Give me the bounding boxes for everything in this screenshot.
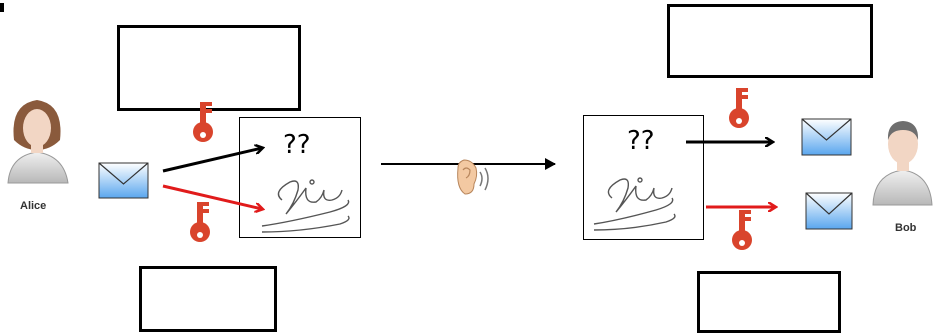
envelope-icon-alice: [98, 162, 149, 199]
bob-person-icon: [872, 121, 933, 206]
corner-mark: [0, 3, 4, 12]
signature-right: [593, 177, 676, 231]
envelope-icon-bob-bottom: [805, 192, 853, 230]
unknown-mark-left: ??: [283, 130, 311, 160]
arrow-red-alice: [162, 184, 262, 209]
ear-icon: [457, 159, 489, 195]
document-left: [239, 117, 361, 238]
envelope-icon-bob-top: [801, 118, 852, 156]
key-icon-right-top: [729, 88, 749, 128]
unknown-mark-right: ??: [627, 126, 655, 156]
box-bottom-right: [697, 271, 841, 333]
alice-person-icon: [7, 100, 69, 184]
bob-label: Bob: [895, 222, 917, 234]
key-icon-right-bottom: [732, 210, 752, 250]
box-bottom-left: [139, 266, 277, 332]
signature-left: [261, 179, 350, 233]
alice-label: Alice: [20, 200, 47, 212]
key-icon-left-top: [193, 102, 213, 142]
document-right: [583, 115, 704, 240]
arrow-black-alice: [162, 148, 262, 173]
key-icon-left-bottom: [190, 202, 210, 242]
box-top-right: [667, 4, 873, 78]
